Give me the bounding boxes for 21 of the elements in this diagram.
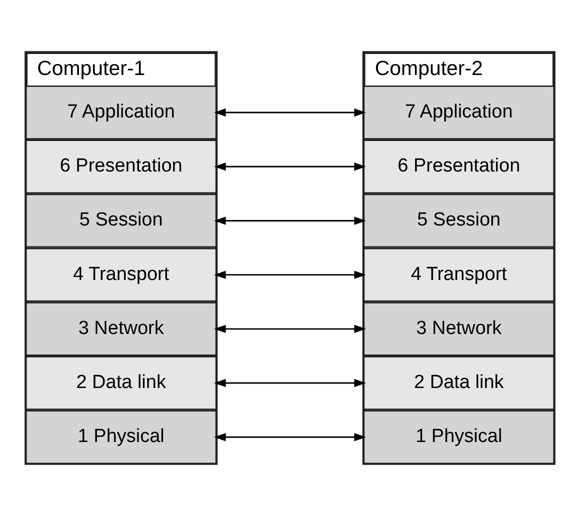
node-box: 5 Session (25, 194, 217, 248)
node-box: 7 Application (363, 85, 555, 140)
node-box: 7 Application (25, 85, 217, 140)
node-box: 2 Data link (25, 356, 217, 410)
arrow (214, 216, 366, 225)
node-box: 4 Transport (363, 248, 555, 302)
arrow (214, 270, 366, 279)
node-box: 3 Network (25, 302, 217, 356)
arrow (214, 108, 366, 117)
arrow (214, 433, 366, 442)
arrow (214, 162, 366, 171)
node-box: 1 Physical (25, 410, 217, 464)
node-box: 1 Physical (363, 410, 555, 464)
node-box: 6 Presentation (25, 140, 217, 194)
node-box: 3 Network (363, 302, 555, 356)
node-box: 2 Data link (363, 356, 555, 410)
arrow (214, 324, 366, 334)
arrow (214, 378, 366, 388)
node-box: 5 Session (363, 194, 555, 248)
node-box: 4 Transport (25, 248, 217, 302)
node-box: 6 Presentation (363, 140, 555, 194)
